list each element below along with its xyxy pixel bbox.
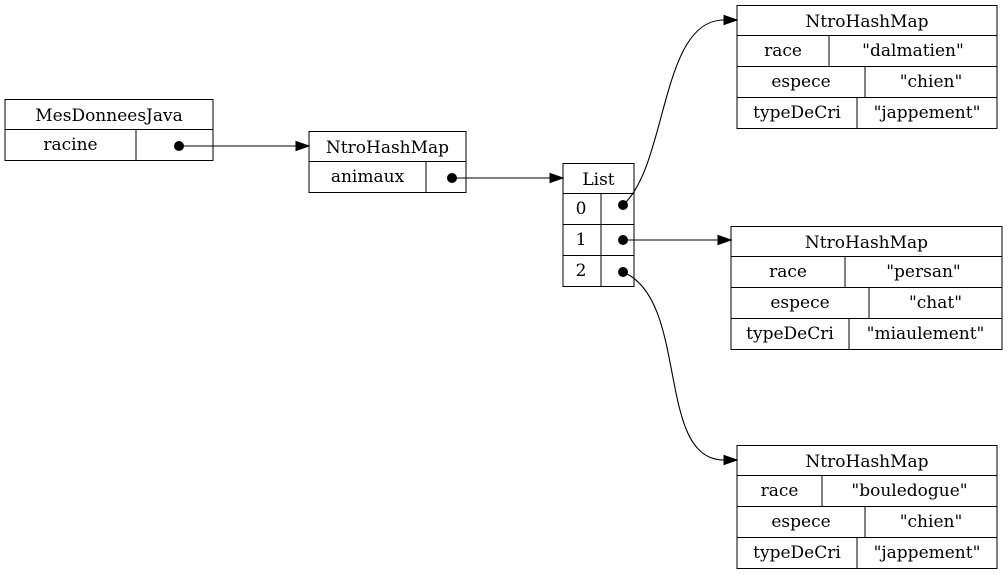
field-value-type-de-cri: "jappement" [874, 543, 981, 563]
node-title: NtroHashMap [805, 12, 928, 32]
field-key-race: race [761, 481, 799, 501]
edge-list-0-to-map-dalmatien [622, 14, 739, 206]
field-key-espece: espece [771, 512, 830, 532]
node-map-bouledogue: NtroHashMap race "bouledogue" espece "ch… [736, 445, 998, 569]
field-value-type-de-cri: "miaulement" [867, 324, 985, 344]
field-key-espece: espece [770, 293, 829, 313]
node-title: List [582, 170, 614, 190]
field-key-espece: espece [771, 72, 830, 92]
node-list: List 0 1 2 [562, 163, 635, 287]
field-key-type-de-cri: typeDeCri [753, 543, 841, 563]
node-map-persan: NtroHashMap race "persan" espece "chat" … [730, 226, 1003, 350]
field-value-espece: "chat" [909, 293, 962, 313]
field-key-type-de-cri: typeDeCri [753, 103, 841, 123]
field-key-animaux: animaux [331, 167, 405, 187]
edge-list-1-to-map-persan [623, 234, 733, 246]
list-index-1: 1 [576, 230, 587, 250]
field-value-race: "bouledogue" [851, 481, 967, 501]
field-value-espece: "chien" [900, 512, 963, 532]
field-key-racine: racine [43, 135, 97, 155]
edge-animaux-to-list [452, 172, 565, 184]
node-title: MesDonneesJava [35, 106, 183, 126]
node-mes-donnees-java: MesDonneesJava racine [4, 99, 214, 161]
edge-racine-to-animals-map [179, 140, 311, 152]
list-index-2: 2 [576, 261, 587, 281]
node-animals-map: NtroHashMap animaux [308, 131, 467, 193]
field-value-race: "persan" [886, 262, 961, 282]
node-title: NtroHashMap [326, 138, 449, 158]
field-key-race: race [764, 41, 802, 61]
field-key-type-de-cri: typeDeCri [746, 324, 834, 344]
field-value-race: "dalmatien" [862, 41, 964, 61]
edge-list-2-to-map-bouledogue [622, 271, 739, 466]
node-title: NtroHashMap [805, 233, 928, 253]
node-map-dalmatien: NtroHashMap race "dalmatien" espece "chi… [736, 5, 998, 129]
node-title: NtroHashMap [805, 452, 928, 472]
field-value-type-de-cri: "jappement" [874, 103, 981, 123]
field-value-espece: "chien" [900, 72, 963, 92]
list-index-0: 0 [576, 199, 587, 219]
field-key-race: race [769, 262, 807, 282]
